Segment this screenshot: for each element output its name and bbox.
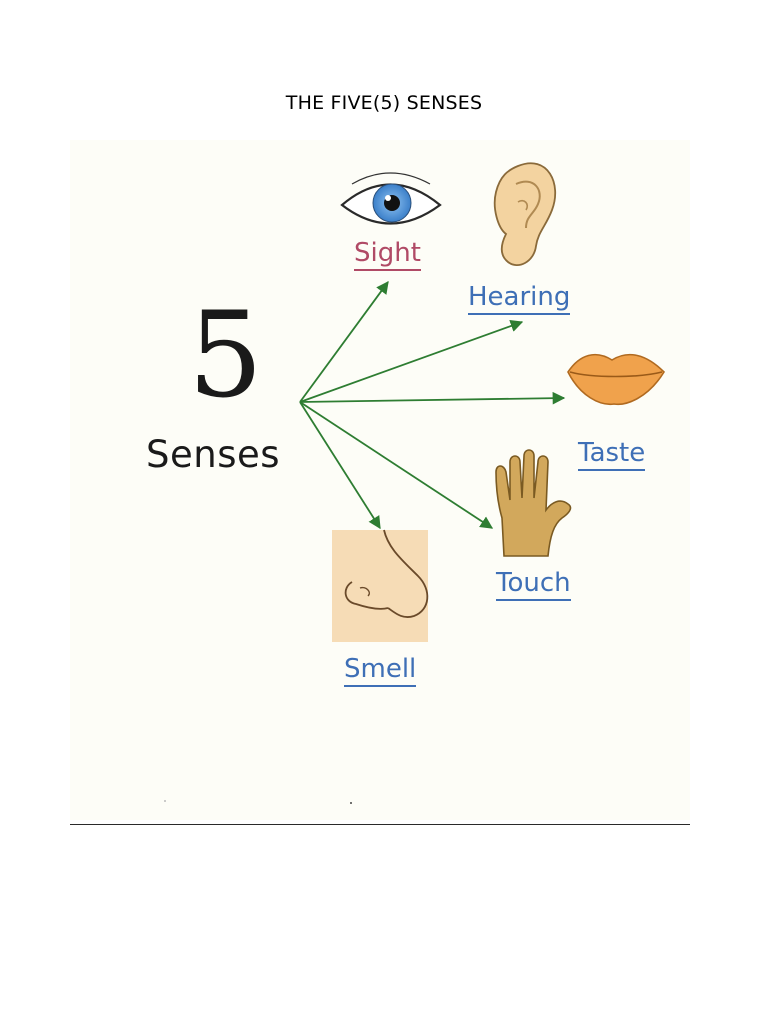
figure-heading: Senses xyxy=(146,433,281,476)
eye-icon xyxy=(340,172,442,225)
hand-icon xyxy=(495,449,572,557)
arrows xyxy=(299,280,566,530)
arrow-to-hearing xyxy=(299,319,524,403)
sense-label-smell: Smell xyxy=(344,656,417,687)
scan-speck xyxy=(164,800,166,802)
nose-icon xyxy=(332,529,429,642)
ear-icon xyxy=(493,162,557,267)
arrow-to-sight xyxy=(299,280,389,403)
figure-drawing xyxy=(299,162,666,642)
sense-label-taste: Taste xyxy=(578,440,646,471)
arrow-to-touch xyxy=(299,401,494,529)
sense-label-hearing: Hearing xyxy=(468,284,571,315)
document-title: THE FIVE(5) SENSES xyxy=(285,92,483,114)
page-divider xyxy=(70,824,690,825)
sense-label-sight: Sight xyxy=(354,240,421,271)
arrow-to-smell xyxy=(299,401,381,530)
scan-speck xyxy=(350,802,352,804)
figure-number: 5 xyxy=(188,286,264,424)
arrow-to-taste xyxy=(299,391,566,405)
sense-label-touch: Touch xyxy=(496,570,571,601)
five-senses-figure: 5 Senses Sight Hearing Taste Touch Smell xyxy=(70,140,690,820)
lips-icon xyxy=(567,353,666,406)
